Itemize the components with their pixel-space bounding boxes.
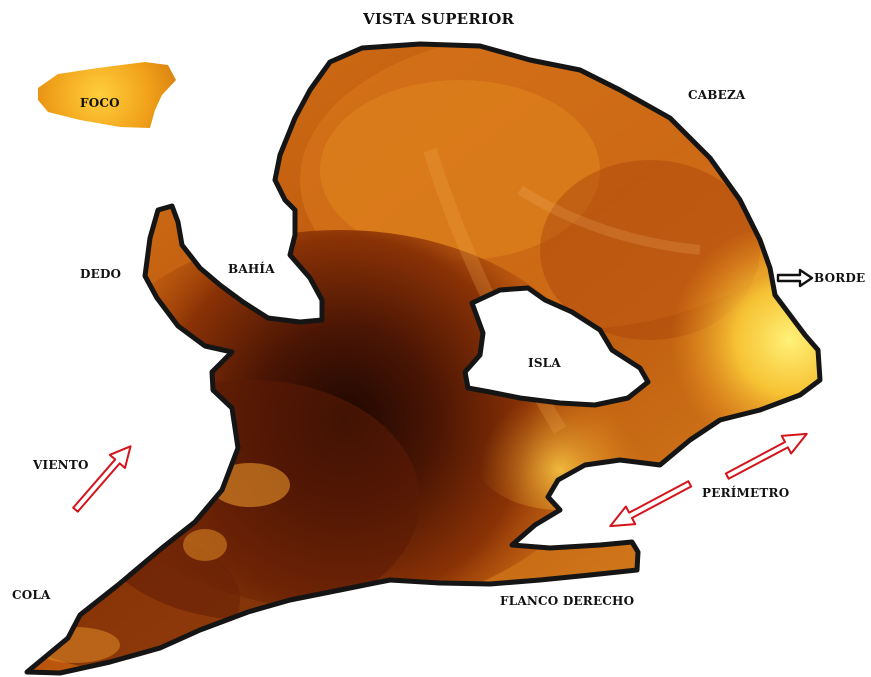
bahia-label: BAHÍA [228,262,275,276]
dedo-label: DEDO [80,267,121,281]
cabeza-label: CABEZA [688,88,745,102]
perimetro-label: PERÍMETRO [702,486,789,500]
isla-label: ISLA [528,356,561,370]
page-title: VISTA SUPERIOR [363,10,514,28]
viento-label: VIENTO [33,458,89,472]
perimetro-arrow-left [606,475,695,535]
flanco-derecho-label: FLANCO DERECHO [500,594,634,608]
foco-shape [38,62,176,128]
viento-arrow [68,440,138,517]
borde-label: BORDE [814,271,865,285]
cola-label: COLA [12,588,51,602]
foco-label: FOCO [80,96,120,110]
borde-arrow [778,270,812,286]
perimetro-arrow-right [723,425,812,485]
